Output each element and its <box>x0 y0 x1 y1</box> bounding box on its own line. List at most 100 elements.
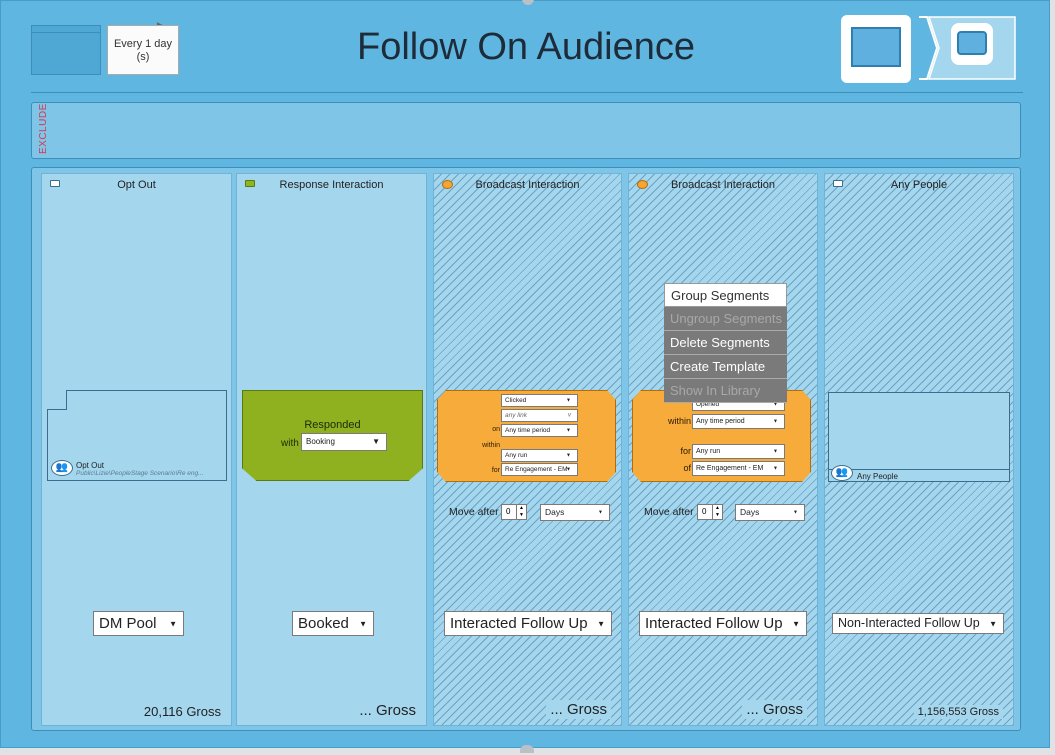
card-name: Opt Out <box>76 461 105 470</box>
context-menu: Group Segments Ungroup Segments Delete S… <box>664 283 787 403</box>
canvas-top-handle[interactable] <box>522 0 534 5</box>
response-icon <box>245 180 255 187</box>
column-title: Any People <box>890 179 948 191</box>
chevron-down-icon: ▼ <box>773 418 778 424</box>
column-title: Broadcast Interaction <box>475 179 580 191</box>
dropdown-value: Re Engagement - EM <box>505 466 568 473</box>
dropdown-value: Any time period <box>505 427 551 434</box>
people-icon: 👥 <box>831 465 853 481</box>
column-title: Broadcast Interaction <box>671 179 775 191</box>
gross-count: ... Gross <box>742 700 807 719</box>
chevron-down-icon: ▼ <box>566 466 571 472</box>
broadcast-icon <box>637 180 648 189</box>
spinner-value: 0 <box>506 507 511 516</box>
opt-out-card[interactable]: 👥 Opt Out Public\Lizie\PeopleStage Scena… <box>47 390 227 481</box>
within-dropdown[interactable]: Any time period ▼ <box>692 414 785 429</box>
output-dropdown-value: Interacted Follow Up <box>645 615 783 632</box>
output-dropdown-value: DM Pool <box>99 615 157 632</box>
for-dropdown[interactable]: Any run ▼ <box>501 449 578 462</box>
column-response-interaction[interactable]: Response Interaction Responded with Book… <box>236 173 427 726</box>
menu-item-delete-segments[interactable]: Delete Segments <box>664 331 787 355</box>
within-label: within <box>667 416 691 426</box>
view-mode-large-button[interactable] <box>841 15 911 83</box>
view-mode-small-button[interactable] <box>951 23 993 65</box>
column-any-people[interactable]: Any People 👥 Any People Non-Interacted F… <box>824 173 1014 726</box>
view-small-icon <box>957 31 987 55</box>
output-dropdown[interactable]: Interacted Follow Up ▼ <box>444 611 612 636</box>
menu-item-group-segments[interactable]: Group Segments <box>664 283 787 307</box>
gross-count: ... Gross <box>359 702 416 719</box>
move-after-label: Move after <box>449 506 499 518</box>
exclude-area[interactable]: EXCLUDE <box>31 102 1021 159</box>
of-dropdown[interactable]: Re Engagement - EM ▼ <box>501 463 578 476</box>
spinner-arrows-icon[interactable]: ▲▼ <box>516 505 526 519</box>
chevron-down-icon: ▼ <box>989 619 997 628</box>
any-people-card[interactable]: 👥 Any People <box>828 392 1010 482</box>
chevron-down-icon: ▼ <box>566 452 571 458</box>
card-name: Any People <box>857 472 898 481</box>
chevron-down-icon: ▼ <box>597 619 605 628</box>
on-dropdown[interactable]: any link v <box>501 409 578 422</box>
on-label: on <box>492 426 500 433</box>
chevron-down-icon: ▼ <box>773 448 778 454</box>
menu-item-create-template[interactable]: Create Template <box>664 355 787 379</box>
of-label: of <box>683 463 691 473</box>
dropdown-value: Opened <box>696 401 720 408</box>
page-title: Follow On Audience <box>357 26 695 68</box>
dropdown-value: Clicked <box>505 397 527 404</box>
canvas-bottom-handle[interactable] <box>520 745 534 753</box>
dropdown-value: Any run <box>696 448 721 455</box>
move-after-unit-dropdown[interactable]: Days ▼ <box>540 504 610 521</box>
chevron-down-icon: ▼ <box>359 619 367 628</box>
column-broadcast-interaction-clicked[interactable]: Broadcast Interaction on within for of C… <box>433 173 622 726</box>
view-large-icon <box>851 27 901 67</box>
dropdown-value: Re Engagement - EM <box>696 465 764 472</box>
dropdown-value: any link <box>505 412 528 419</box>
for-label: for <box>491 467 500 474</box>
move-after-spinner[interactable]: 0 ▲▼ <box>501 504 527 520</box>
selection-rule-icon <box>50 180 60 187</box>
gross-count: 1,156,553 Gross <box>913 705 1003 719</box>
within-label: within <box>482 442 500 449</box>
gross-count: 20,116 Gross <box>143 704 221 719</box>
column-title: Response Interaction <box>279 179 384 191</box>
dropdown-value: Any time period <box>696 418 745 425</box>
chevron-down-icon: ▼ <box>773 465 778 471</box>
spinner-arrows-icon[interactable]: ▲▼ <box>712 505 722 519</box>
menu-item-ungroup-segments: Ungroup Segments <box>664 307 787 331</box>
move-after-unit-dropdown[interactable]: Days ▼ <box>735 504 805 521</box>
dropdown-value: Days <box>545 507 565 517</box>
dropdown-value: Any run <box>505 452 528 459</box>
schedule-box[interactable]: Every 1 day (s) <box>107 25 179 75</box>
move-after-spinner[interactable]: 0 ▲▼ <box>697 504 723 520</box>
of-label: of <box>494 482 500 489</box>
output-dropdown[interactable]: Interacted Follow Up ▼ <box>639 611 807 636</box>
chevron-down-icon: ▼ <box>598 509 603 515</box>
schedule-block-icon[interactable] <box>31 25 101 75</box>
spinner-value: 0 <box>702 507 707 516</box>
chevron-down-icon: ▼ <box>372 437 380 446</box>
of-dropdown[interactable]: Re Engagement - EM ▼ <box>692 461 785 476</box>
output-dropdown[interactable]: DM Pool ▼ <box>93 611 184 636</box>
action-dropdown[interactable]: Clicked ▼ <box>501 394 578 407</box>
for-label: for <box>680 446 691 456</box>
column-title: Opt Out <box>117 179 156 191</box>
column-opt-out[interactable]: Opt Out 👥 Opt Out Public\Lizie\PeopleSta… <box>41 173 232 726</box>
chevron-down-icon: ▼ <box>566 427 571 433</box>
card-path: Public\Lizie\PeopleStage Scenario\Re eng… <box>76 470 204 477</box>
column-broadcast-interaction-opened[interactable]: Broadcast Interaction within for of Open… <box>628 173 818 726</box>
output-dropdown-value: Non-Interacted Follow Up <box>838 616 980 630</box>
output-dropdown[interactable]: Non-Interacted Follow Up ▼ <box>832 613 1004 634</box>
with-label: with <box>281 438 299 449</box>
chevron-down-icon: v <box>568 412 571 418</box>
exclude-label: EXCLUDE <box>38 103 49 154</box>
for-dropdown[interactable]: Any run ▼ <box>692 444 785 459</box>
within-dropdown[interactable]: Any time period ▼ <box>501 424 578 437</box>
move-after-label: Move after <box>644 506 694 518</box>
card-divider <box>829 469 1009 470</box>
response-with-dropdown[interactable]: Booking ▼ <box>301 433 387 451</box>
chevron-down-icon: ▼ <box>773 401 778 407</box>
output-dropdown[interactable]: Booked ▼ <box>292 611 374 636</box>
chevron-down-icon: ▼ <box>793 509 798 515</box>
